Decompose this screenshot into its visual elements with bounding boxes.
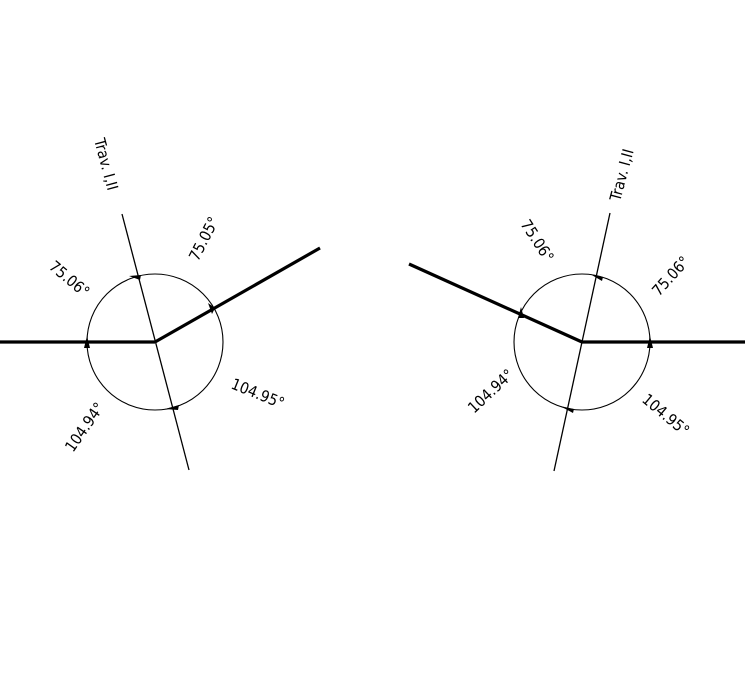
right-arrowhead xyxy=(560,406,574,413)
left-angle-diagram: Trav. I,II 75.06° 75.05° 104.95° 104.94° xyxy=(0,135,321,471)
right-arrowhead xyxy=(647,336,653,348)
left-angle-label-lower-left: 104.94° xyxy=(62,399,109,455)
right-traverse-line xyxy=(553,212,611,472)
left-angle-label-upper-left: 75.06° xyxy=(45,257,92,301)
right-arrowhead xyxy=(590,274,603,281)
right-angle-label-upper-right: 75.06° xyxy=(649,253,694,300)
right-angle-label-lower-left: 104.94° xyxy=(464,366,517,417)
left-angle-label-lower-right: 104.95° xyxy=(229,375,287,413)
left-traverse-line xyxy=(121,213,190,471)
left-arrowhead xyxy=(208,303,215,314)
left-arrowhead xyxy=(165,405,179,410)
right-angle-label-lower-right: 104.95° xyxy=(638,390,692,440)
right-inclined-line xyxy=(408,262,583,344)
left-inclined-line xyxy=(154,246,321,344)
right-angle-label-upper-left: 75.06° xyxy=(517,216,558,265)
right-traverse-label: Trav. I,II xyxy=(606,147,637,204)
left-traverse-label: Trav. I,II xyxy=(90,135,121,192)
left-arrowhead xyxy=(84,336,90,348)
right-angle-diagram: Trav. I,II 75.06° 75.06° 104.95° 104.94° xyxy=(408,147,745,472)
right-arrowhead xyxy=(518,307,524,318)
left-angle-label-upper-right: 75.05° xyxy=(186,214,223,264)
left-arrowhead xyxy=(129,275,141,280)
